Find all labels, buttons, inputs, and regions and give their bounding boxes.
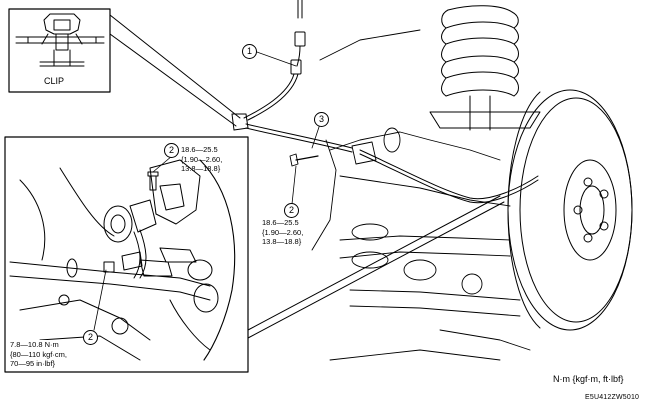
clip-detail-inset	[8, 8, 111, 93]
torque-line: 18.6—25.5	[262, 218, 299, 227]
torque-units-label: N·m {kgf·m, ft·lbf}	[553, 374, 624, 384]
callout-leaders	[93, 50, 321, 331]
wheel-hub	[563, 159, 617, 261]
wheel-stud	[583, 177, 593, 187]
torque-spec-upper-bolt: 18.6—25.5 {1.90—2.60, 13.8—18.8}	[181, 145, 222, 174]
bracket-bolt	[289, 153, 299, 167]
torque-line: {1.90—2.60,	[181, 154, 223, 164]
sensor-mount-detail-inset	[4, 136, 505, 373]
torque-line: 7.8—10.8 N·m	[10, 340, 59, 349]
callout-2-upper-bolt: 2	[164, 143, 179, 158]
wheel-speed-sensor	[129, 199, 157, 233]
figure-id: E5U412ZW5010	[585, 394, 640, 401]
harness-connector	[294, 31, 306, 47]
sensor-harness	[231, 0, 539, 204]
torque-spec-lower-bolt: 7.8—10.8 N·m {80—110 kgf·cm, 70—95 in·lb…	[10, 340, 67, 369]
harness-grommet	[290, 59, 302, 75]
knuckle-body	[149, 159, 201, 225]
callout-1: 1	[242, 44, 257, 59]
wheel-stud	[599, 221, 609, 231]
brake-disc	[507, 89, 633, 331]
wheel-stud	[583, 233, 593, 243]
suspension-arms	[289, 29, 531, 361]
torque-line: {1.90—2.60,	[262, 227, 304, 237]
coil-spring-strut	[429, 5, 541, 131]
clip-leader-lines	[109, 14, 241, 127]
callout-2-bracket-bolt: 2	[284, 203, 299, 218]
torque-spec-bracket-bolt: 18.6—25.5 {1.90—2.60, 13.8—18.8}	[262, 218, 303, 247]
torque-line: 18.6—25.5	[181, 145, 218, 154]
wheel-stud	[573, 205, 583, 215]
torque-line: 13.8—18.8}	[262, 237, 302, 246]
torque-line: {80—110 kgf·cm,	[10, 349, 67, 359]
harness-clip	[231, 113, 249, 131]
callout-3: 3	[314, 112, 329, 127]
sensor-bracket	[351, 141, 377, 165]
clip-label: CLIP	[44, 76, 65, 86]
lower-mount-bolt	[103, 261, 115, 273]
callout-2-lower-bolt: 2	[83, 330, 98, 345]
torque-line: 13.8—18.8}	[181, 164, 221, 173]
torque-line: 70—95 in·lbf}	[10, 359, 56, 368]
wheel-stud	[599, 189, 609, 199]
